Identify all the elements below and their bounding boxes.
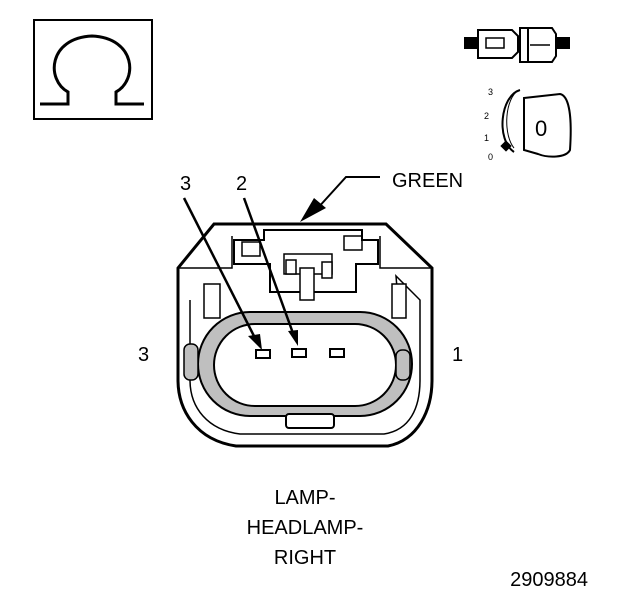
key-position-2: 2 — [484, 111, 489, 121]
key-position-0: 0 — [488, 152, 493, 162]
ohm-icon — [40, 34, 144, 106]
connector-name-line1: LAMP- — [274, 487, 335, 509]
color-callout-label: GREEN — [392, 170, 463, 192]
key-position-3: 3 — [488, 87, 493, 97]
connector-name-line2: HEADLAMP- — [247, 517, 364, 539]
pin-callout-2: 2 — [236, 173, 247, 195]
terminal-1 — [329, 348, 345, 358]
connector-body — [176, 222, 434, 448]
figure-number: 2909884 — [510, 569, 588, 591]
terminal-2 — [291, 348, 307, 358]
connector-name: LAMP- HEADLAMP- RIGHT — [247, 487, 364, 569]
ohm-symbol-box — [33, 19, 153, 120]
side-label-3: 3 — [138, 344, 149, 366]
pin-callouts: 3 2 — [180, 173, 298, 350]
connector-name-line3: RIGHT — [274, 547, 336, 569]
side-label-1: 1 — [452, 344, 463, 366]
key-label: 0 — [535, 116, 547, 141]
terminal-3 — [255, 349, 271, 359]
ignition-switch-icon: 3 2 1 0 0 — [484, 87, 572, 162]
key-position-1: 1 — [484, 133, 489, 143]
color-callout: GREEN — [300, 170, 463, 222]
probe-icon — [464, 27, 570, 63]
pin-callout-3: 3 — [180, 173, 191, 195]
